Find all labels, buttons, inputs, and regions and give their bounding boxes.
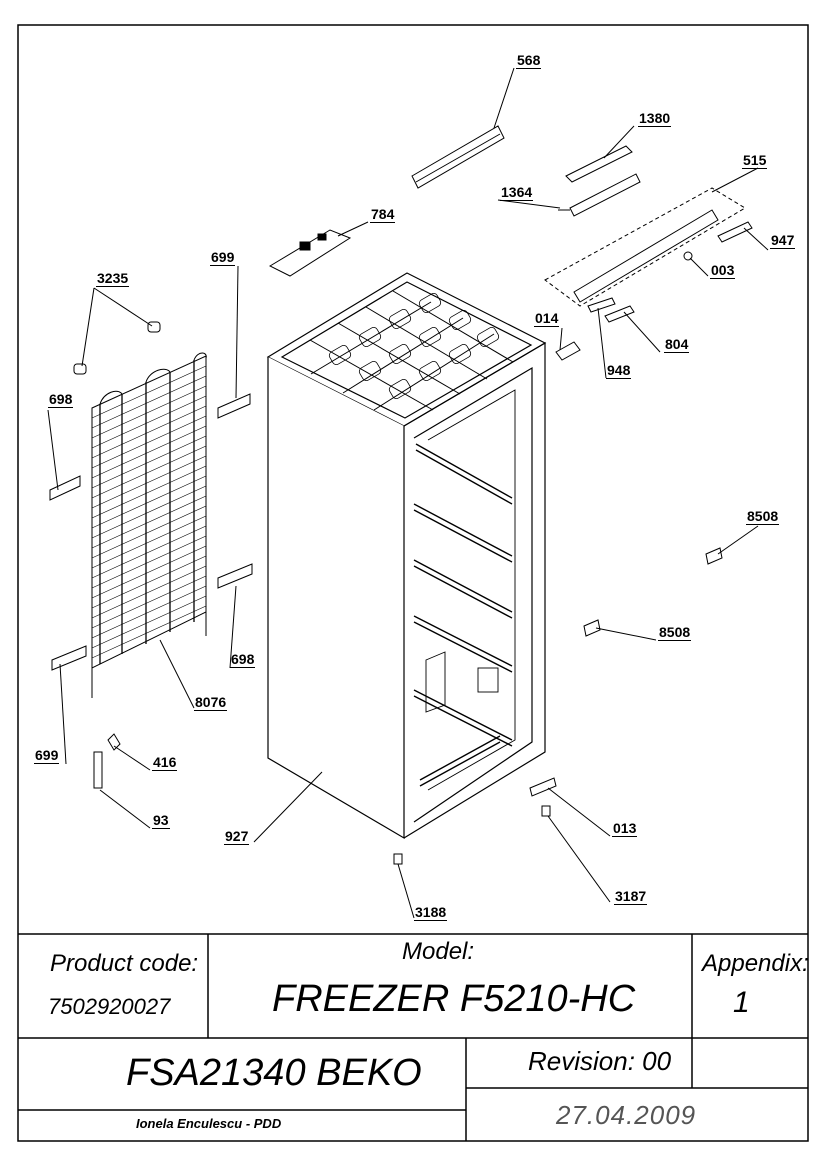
- part-label-3187: 3187: [614, 888, 648, 905]
- appendix-label: Appendix:: [702, 950, 809, 977]
- revision-date: 27.04.2009: [556, 1100, 697, 1130]
- product-code-label: Product code:: [50, 950, 199, 977]
- sheet-border: [17, 24, 809, 1142]
- model-label: Model:: [402, 938, 475, 965]
- part-label-948: 948: [606, 362, 632, 379]
- part-label-014: 014: [534, 310, 560, 327]
- part-label-568: 568: [516, 52, 542, 69]
- part-label-8076: 8076: [194, 694, 228, 711]
- title-block-grid: [18, 933, 808, 1141]
- part-label-927: 927: [224, 828, 250, 845]
- appendix-value: 1: [733, 986, 750, 1019]
- part-label-947: 947: [770, 232, 796, 249]
- part-label-93: 93: [152, 812, 170, 829]
- part-label-804: 804: [664, 336, 690, 353]
- part-label-3188: 3188: [414, 904, 448, 921]
- part-label-699-bottom: 699: [34, 747, 60, 764]
- part-label-1364: 1364: [500, 184, 534, 201]
- revision-label: Revision: 00: [528, 1046, 672, 1076]
- part-label-515: 515: [742, 152, 768, 169]
- product-code-value: 7502920027: [48, 994, 171, 1019]
- cabinet-body: [266, 272, 547, 840]
- part-label-699-top: 699: [210, 249, 236, 266]
- author-name: Ionela Enculescu - PDD: [136, 1116, 282, 1131]
- part-label-1380: 1380: [638, 110, 672, 127]
- leader-lines: [47, 67, 769, 919]
- condenser-coil: [91, 352, 207, 698]
- part-label-8508-upper: 8508: [746, 508, 780, 525]
- part-label-698-left: 698: [48, 391, 74, 408]
- drawing-name: FSA21340 BEKO: [126, 1052, 422, 1094]
- part-label-784: 784: [370, 206, 396, 223]
- part-label-3235: 3235: [96, 270, 130, 287]
- part-label-013: 013: [612, 820, 638, 837]
- part-label-8508-lower: 8508: [658, 624, 692, 641]
- model-value: FREEZER F5210-HC: [272, 978, 636, 1020]
- part-label-698-right: 698: [230, 651, 256, 668]
- part-label-003: 003: [710, 262, 736, 279]
- part-label-416: 416: [152, 754, 178, 771]
